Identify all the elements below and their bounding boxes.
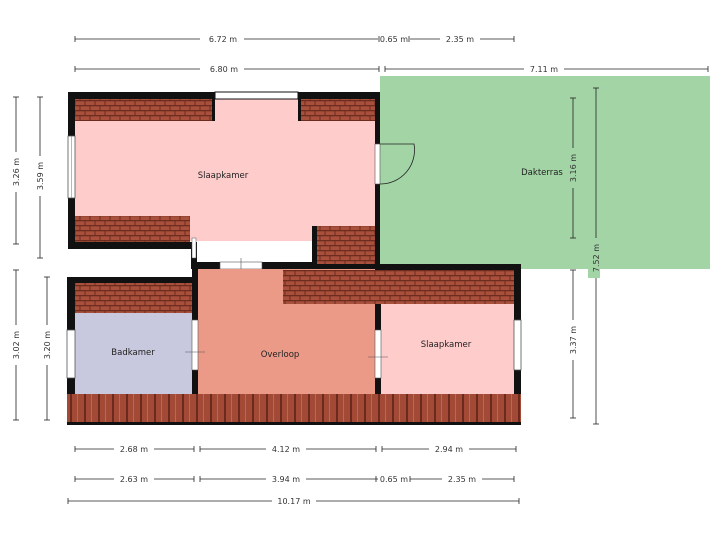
dimension-ticks — [13, 36, 709, 504]
dimension-bottom-total: 10.17 m — [68, 495, 519, 507]
dimension-label: 2.94 m — [435, 445, 463, 454]
dimension-label: 3.02 m — [12, 331, 21, 359]
door-swing — [379, 143, 415, 185]
dimension-top-row-2: 6.80 m 7.11 m — [75, 63, 708, 75]
dimension-label: 7.52 m — [592, 244, 601, 272]
dimension-label: 7.11 m — [530, 65, 558, 74]
roof-section — [283, 270, 375, 304]
roof-section — [75, 216, 190, 242]
dimension-right-inner: 3.37 m — [565, 270, 578, 418]
dimension-left-inner: 3.59 m 3.20 m — [33, 97, 52, 420]
roof-section — [375, 270, 514, 304]
roof-section — [75, 99, 212, 121]
dimension-label: 3.20 m — [43, 331, 52, 359]
dimension-bottom-row-1: 2.68 m 4.12 m 2.94 m — [75, 443, 516, 455]
dimension-label: 2.35 m — [448, 475, 476, 484]
dimension-label: 2.63 m — [120, 475, 148, 484]
room-label-overloop: Overloop — [261, 350, 300, 360]
room-label-badkamer: Badkamer — [111, 348, 155, 358]
dimension-terrace-height: 3.16 m — [565, 98, 578, 238]
roof-section — [75, 283, 192, 313]
dimension-label: 3.26 m — [12, 158, 21, 186]
dimension-left-outer: 3.26 m 3.02 m — [8, 97, 21, 420]
landing — [197, 269, 375, 396]
dimension-label: 10.17 m — [277, 497, 310, 506]
dimension-label: 6.72 m — [209, 35, 237, 44]
dimension-label: 3.16 m — [569, 154, 578, 182]
room-label-slaapkamer-bottom: Slaapkamer — [421, 340, 472, 350]
roof-bottom — [67, 394, 521, 425]
bedroom-top — [67, 91, 415, 274]
roof-section — [300, 99, 375, 121]
dimension-label: 3.37 m — [569, 326, 578, 354]
wall-lower-left — [67, 277, 197, 283]
roof-section — [316, 226, 376, 268]
dimension-label: 0.65 m — [380, 35, 408, 44]
window — [513, 319, 522, 371]
dimension-label: 2.68 m — [120, 445, 148, 454]
dimension-label: 2.35 m — [446, 35, 474, 44]
dimension-label: 6.80 m — [210, 65, 238, 74]
wall-lower-top-right — [283, 264, 521, 270]
window — [66, 329, 76, 379]
bathroom — [66, 283, 192, 396]
dimension-label: 4.12 m — [272, 445, 300, 454]
dimension-top-row-1: 6.72 m 0.65 m 2.35 m — [75, 33, 514, 45]
dimension-bottom-row-2: 2.63 m 3.94 m 0.65 m 2.35 m — [75, 473, 514, 485]
bedroom-bottom — [375, 270, 522, 396]
terrace-area — [380, 76, 710, 269]
dimension-label: 3.59 m — [36, 162, 45, 190]
dimension-label: 3.94 m — [272, 475, 300, 484]
dimension-label: 0.65 m — [380, 475, 408, 484]
room-label-dakterras: Dakterras — [521, 168, 563, 178]
dimension-right-total: 7.52 m — [588, 88, 601, 424]
room-label-slaapkamer-top: Slaapkamer — [198, 171, 249, 181]
